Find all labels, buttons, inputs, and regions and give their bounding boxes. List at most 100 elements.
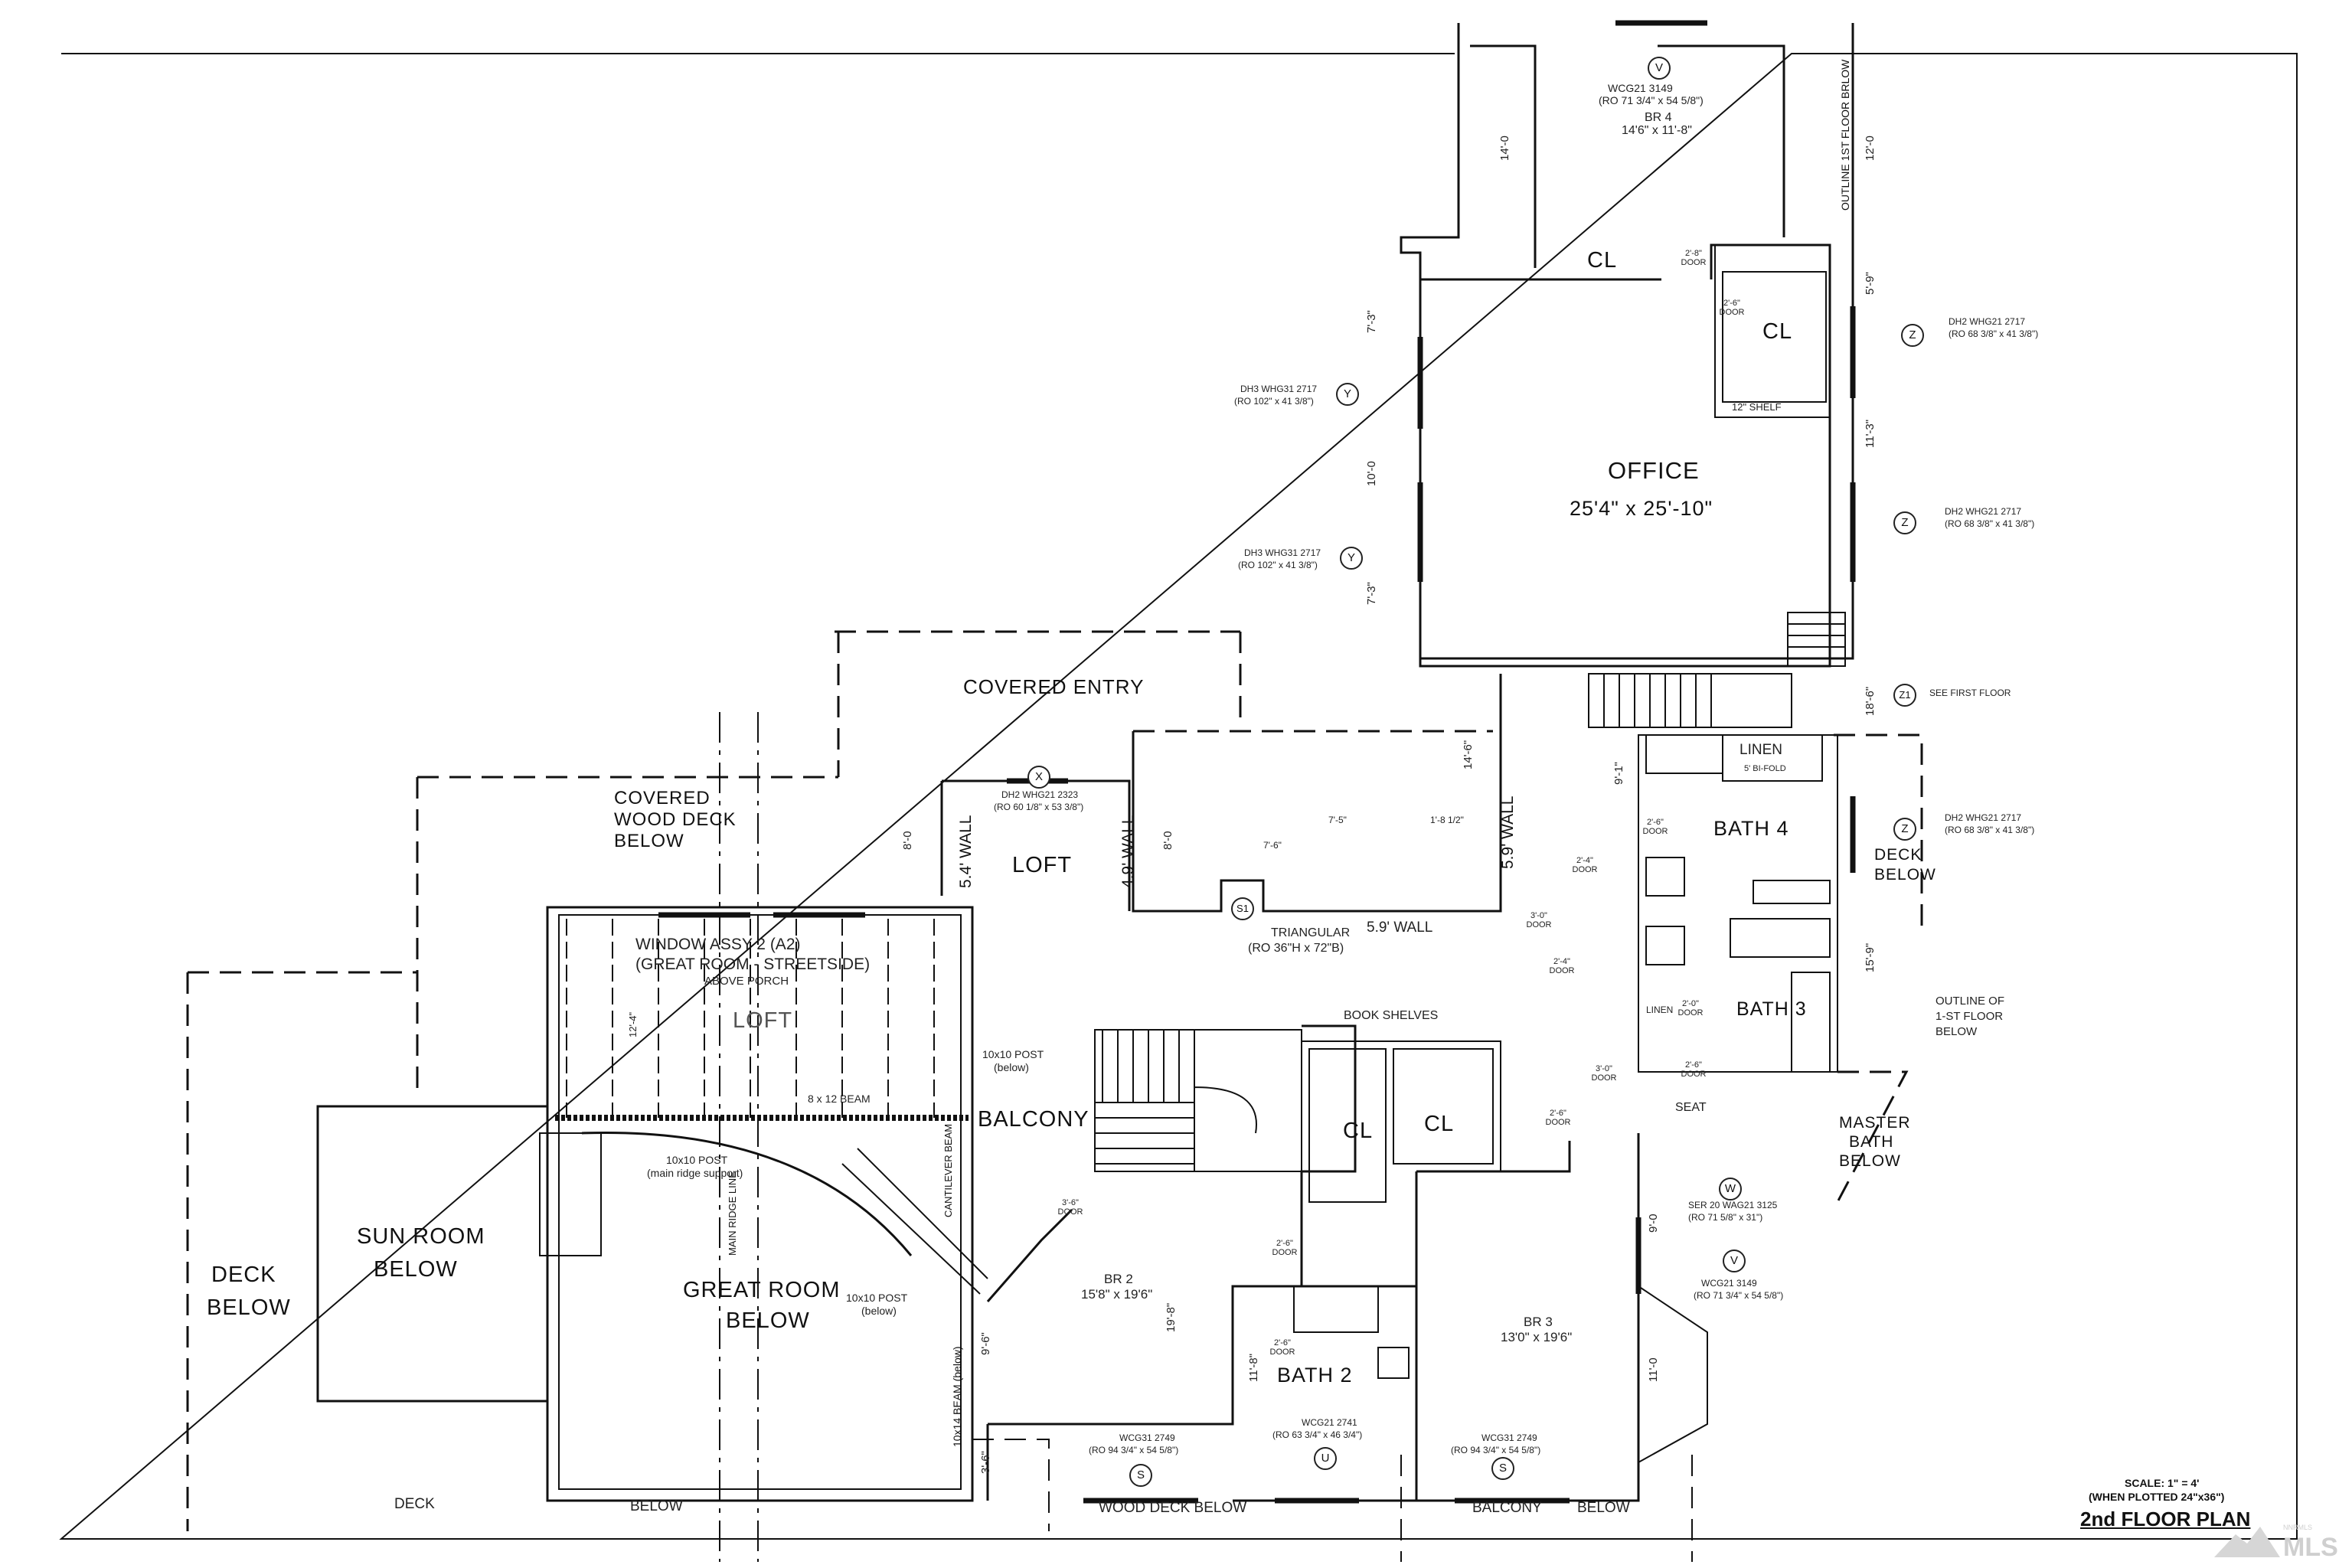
linen-door-label: 5' BI-FOLD xyxy=(1744,764,1786,773)
dim-3-6: 3'-6" xyxy=(979,1451,992,1474)
post-10x10-a: 10x10 POST xyxy=(982,1048,1044,1060)
below-bottom-label: BELOW xyxy=(630,1498,683,1514)
window-x-ro: (RO 60 1/8" x 53 3/8") xyxy=(994,802,1084,812)
door-label-12: 2'-6" DOOR xyxy=(1272,1239,1298,1258)
window-z2-spec: DH2 WHG21 2717 xyxy=(1945,506,2022,517)
bay-window xyxy=(1638,1285,1708,1463)
post-10x10-b2: (main ridge support) xyxy=(647,1167,743,1179)
window-z3-ro: (RO 68 3/8" x 41 3/8") xyxy=(1945,825,2035,835)
cantilever-beam xyxy=(841,1148,988,1295)
door-label-10: 2'-6" DOOR xyxy=(1545,1109,1571,1128)
door-label-4: 2'-4" DOOR xyxy=(1572,856,1598,875)
see-first-floor-label: SEE FIRST FLOOR xyxy=(1929,688,2011,698)
bath4-toilet xyxy=(1645,857,1685,897)
deck-left-label-2: BELOW xyxy=(207,1295,291,1320)
window-y1-ro: (RO 102" x 41 3/8") xyxy=(1234,396,1314,407)
sunroom-label-2: BELOW xyxy=(374,1257,458,1282)
ridge-line-label: MAIN RIDGE LINE xyxy=(727,1171,738,1256)
door-label-11: 3'-6" DOOR xyxy=(1057,1198,1083,1217)
beam-8x12-label: 8 x 12 BEAM xyxy=(808,1093,871,1105)
cantilever-label: CANTILEVER BEAM xyxy=(942,1123,954,1217)
bubble-z2: Z xyxy=(1893,511,1916,534)
wall-49-label: 4.9' WALL xyxy=(1119,815,1137,888)
deck-left-label-1: DECK xyxy=(211,1263,276,1287)
dim-10-0: 10'-0 xyxy=(1365,461,1378,486)
bubble-z1b: Z1 xyxy=(1893,684,1916,707)
great-room-frame xyxy=(546,906,974,1502)
covered-deck-outline xyxy=(416,776,838,1095)
window-s2-ro: (RO 94 3/4" x 54 5/8") xyxy=(1451,1445,1541,1455)
post-10x10-c2: (below) xyxy=(861,1305,897,1317)
arc-beam xyxy=(581,1131,913,1256)
bubble-u: U xyxy=(1314,1447,1337,1470)
dim-8-0b: 8'-0 xyxy=(1161,831,1174,850)
loft-beams xyxy=(566,919,935,1118)
bubble-z3: Z xyxy=(1893,818,1916,841)
door-label-1: 2'-8" DOOR xyxy=(1681,249,1707,268)
window-y1-spec: DH3 WHG31 2717 xyxy=(1240,384,1318,394)
seat-label: SEAT xyxy=(1675,1101,1707,1114)
window-v2-spec: WCG21 3149 xyxy=(1701,1278,1757,1289)
dim-14-0: 14'-0 xyxy=(1498,136,1511,161)
deck-right-label-2: BELOW xyxy=(1874,866,1936,884)
door-label-3: 2'-6" DOOR xyxy=(1642,818,1668,837)
master-bath-label-3: BELOW xyxy=(1839,1152,1901,1170)
dim-14-6: 14'-6" xyxy=(1462,740,1475,769)
svg-text:NNRMLS: NNRMLS xyxy=(2283,1524,2312,1531)
dim-7-3a: 7'-3" xyxy=(1365,310,1378,333)
covered-deck-label-1: COVERED xyxy=(614,788,710,808)
post-10x10-c: 10x10 POST xyxy=(846,1292,908,1304)
br2-label: BR 2 xyxy=(1104,1272,1133,1286)
dim-11-3: 11'-3" xyxy=(1864,419,1877,448)
dim-9-1: 9'-1" xyxy=(1612,762,1625,785)
covered-entry-label: COVERED ENTRY xyxy=(963,675,1145,698)
br3-size: 13'0" x 19'6" xyxy=(1501,1330,1573,1344)
dim-7-5: 7'-5" xyxy=(1328,815,1347,825)
beam-10x14-label: 10x14 BEAM (below) xyxy=(951,1346,963,1447)
bubble-w: W xyxy=(1719,1178,1742,1200)
window-z1-ro: (RO 68 3/8" x 41 3/8") xyxy=(1949,328,2039,339)
triangular-label: TRIANGULAR xyxy=(1271,926,1351,939)
linen2-label: LINEN xyxy=(1646,1004,1674,1015)
door-label-2: 2'-6" DOOR xyxy=(1719,299,1745,318)
dim-7-3b: 7'-3" xyxy=(1365,582,1378,605)
bubble-y1: Y xyxy=(1336,383,1359,406)
mls-logo-icon: MLS NNRMLS xyxy=(2214,1524,2338,1562)
cl-walls xyxy=(1302,1040,1501,1203)
dim-8-0a: 8'-0 xyxy=(901,831,914,850)
bath4-label: BATH 4 xyxy=(1713,817,1789,840)
window-u-spec: WCG21 2741 xyxy=(1302,1417,1357,1428)
bubble-z1: Z xyxy=(1901,324,1924,347)
window-u-ro: (RO 63 3/4" x 46 3/4") xyxy=(1272,1429,1363,1440)
post-10x10-a2: (below) xyxy=(994,1061,1029,1073)
wall-54-label: 5.4' WALL xyxy=(957,815,975,888)
scale-note-2: (WHEN PLOTTED 24"x36") xyxy=(2089,1491,2225,1503)
closet-box xyxy=(1714,244,1831,418)
br4-window-spec: WCG21 3149 xyxy=(1608,82,1673,94)
bottom-dashed xyxy=(972,1439,1693,1562)
wall-59a-label: 5.9' WALL xyxy=(1499,795,1517,869)
great-room-inner xyxy=(558,914,962,1490)
bubble-x: X xyxy=(1027,766,1050,789)
window-assy-label-1: WINDOW ASSY 2 (A2) xyxy=(635,936,801,953)
bubble-v2: V xyxy=(1723,1250,1746,1272)
wall-59b-label: 5.9' WALL xyxy=(1367,920,1433,936)
office-walls xyxy=(1419,243,1831,668)
vanity xyxy=(1753,880,1831,1073)
balcony-label: BALCONY xyxy=(978,1107,1089,1132)
window-z1-spec: DH2 WHG21 2717 xyxy=(1949,316,2026,327)
scale-note-1: SCALE: 1" = 4' xyxy=(2125,1477,2200,1489)
bath2-label: BATH 2 xyxy=(1277,1364,1353,1387)
window-y2-ro: (RO 102" x 41 3/8") xyxy=(1238,560,1318,570)
loft-walls xyxy=(940,674,1502,913)
br4-inner xyxy=(1420,44,1785,281)
br3-label: BR 3 xyxy=(1524,1315,1553,1329)
window-s1-spec: WCG31 2749 xyxy=(1119,1432,1175,1443)
book-shelves-label: BOOK SHELVES xyxy=(1344,1009,1439,1022)
cl-label-1: CL xyxy=(1587,248,1618,273)
dim-11-8: 11'-8" xyxy=(1247,1353,1260,1382)
post-10x10-b: 10x10 POST xyxy=(666,1154,728,1166)
window-s1-ro: (RO 94 3/4" x 54 5/8") xyxy=(1089,1445,1179,1455)
window-v2-ro: (RO 71 3/4" x 54 5/8") xyxy=(1694,1290,1784,1301)
